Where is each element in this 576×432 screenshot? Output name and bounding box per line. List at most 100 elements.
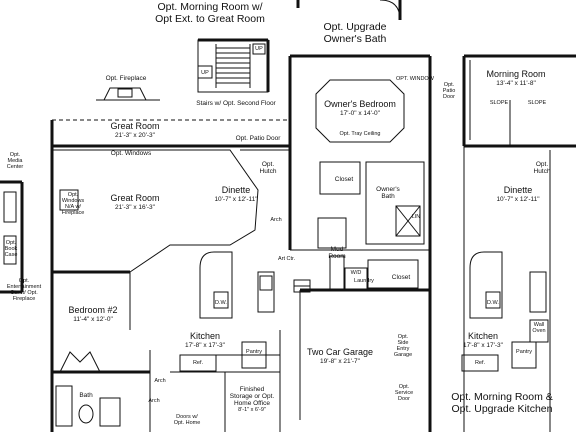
room-name: Morning Room — [486, 69, 546, 79]
closet-label: Closet — [334, 176, 354, 183]
media-center-label: Opt. Media Center — [0, 152, 30, 170]
storage-line: Finished — [239, 386, 265, 393]
patio-line: Opt. — [443, 82, 455, 88]
side-entry-line: Entry — [396, 346, 410, 353]
bath-label: Bath — [79, 392, 93, 399]
morning-room-caption: Opt. Morning Room w/ Opt Ext. to Great R… — [150, 1, 270, 25]
win-line: Opt. — [67, 192, 79, 198]
caption-line: Opt. Morning Room & — [451, 391, 553, 403]
book-line: Opt. — [5, 240, 17, 246]
room-dims: 11'-4" x 12'-0" — [73, 315, 113, 323]
doors-line: Opt. Home — [173, 420, 201, 427]
alt-plan — [461, 54, 576, 432]
garage-label: Two Car Garage 19'-8" x 21'-7" — [300, 347, 380, 365]
tray-ceiling-outline — [315, 79, 405, 143]
ref-alt-label: Ref. — [474, 360, 486, 366]
fireplace-symbol — [96, 87, 160, 101]
room-name: Two Car Garage — [306, 347, 374, 357]
morning-room-label: Morning Room 13'-4" x 11'-8" — [476, 69, 556, 87]
caption-line: Opt. Morning Room w/ — [157, 1, 263, 13]
book-case-label: Opt. Book Case — [0, 240, 22, 258]
bath-closets — [317, 161, 425, 291]
dinette-alt-label: Dinette 10'-7" x 12'-11" — [478, 185, 558, 203]
storage-label: Finished Storage or Opt. Home Office 8'-… — [226, 386, 278, 413]
tray-ceiling-label: Opt. Tray Ceiling — [339, 131, 381, 137]
side-entry-line: Opt. — [397, 334, 409, 340]
up-label: UP — [255, 46, 263, 52]
bedroom2-label: Bedroom #2 11'-4" x 12'-0" — [58, 305, 128, 323]
hutch-line: Opt. — [535, 161, 549, 168]
kitchen-label: Kitchen 17'-8" x 17'-3" — [170, 331, 240, 349]
owners-bedroom-label: Owner's Bedroom 17'-0" x 14'-0" — [318, 99, 402, 117]
hutch-line: Opt. — [261, 161, 275, 168]
great-room-ext-label: Great Room 21'-3" x 20'-3" — [95, 121, 175, 139]
ref-label: Ref. — [192, 360, 204, 366]
mud-steps — [293, 279, 311, 293]
room-name: Dinette — [503, 185, 533, 195]
dw-label: D.W. — [215, 300, 227, 306]
room-name: Dinette — [221, 185, 251, 195]
owners-bath-caption: Opt. Upgrade Owner's Bath — [305, 21, 405, 45]
ent-line: Ctr. w/ Opt. — [10, 290, 38, 297]
ent-line: Fireplace — [12, 296, 36, 303]
upper-doors — [296, 0, 402, 21]
side-entry-line: Garage — [393, 352, 413, 359]
service-line: Opt. — [398, 384, 410, 390]
stair-area — [197, 38, 270, 93]
caption-line: Opt Ext. to Great Room — [155, 12, 265, 25]
room-dims: 17'-0" x 14'-0" — [340, 109, 380, 117]
win-line: Windows — [61, 198, 85, 205]
lin-label: LIN — [411, 214, 421, 220]
slope-label: SLOPE — [489, 100, 509, 106]
opt-patio-door-label: Opt. Patio Door — [235, 135, 281, 142]
side-entry-line: Side — [397, 340, 409, 347]
slope-label: SLOPE — [527, 100, 547, 106]
patio-door-alt-label: Opt. Patio Door — [436, 82, 462, 100]
stairs-label: Stairs w/ Opt. Second Floor — [196, 100, 276, 107]
service-line: Service — [394, 390, 414, 397]
arch-label: Arch — [270, 217, 282, 223]
opt-hutch-alt-label: Opt. Hutch — [528, 161, 556, 175]
service-door-label: Opt. Service Door — [388, 384, 420, 402]
mud-room-label: Mud Room — [326, 246, 348, 260]
windows-na-label: Opt. Windows N/A w/ Fireplace — [56, 192, 90, 216]
dinette-label: Dinette 10'-7" x 12'-11" — [196, 185, 276, 203]
bedroom-bath — [55, 351, 121, 427]
great-room-angle — [52, 149, 259, 273]
room-dims: 17'-8" x 17'-3" — [463, 341, 503, 349]
owners-bath-label: Owner's Bath — [370, 186, 406, 200]
ent-ctr-label: Opt. Entertainment Ctr. w/ Opt. Fireplac… — [0, 278, 48, 302]
room-dims: 21'-3" x 20'-3" — [115, 131, 155, 139]
room-name: Owner's Bedroom — [324, 99, 396, 109]
room-name: Great Room — [110, 193, 160, 203]
opt-fireplace-label: Opt. Fireplace — [105, 75, 147, 82]
alt-plan-caption: Opt. Morning Room & Opt. Upgrade Kitchen — [432, 391, 572, 415]
arch-label: Arch — [154, 378, 166, 384]
room-dims: 17'-8" x 17'-3" — [185, 341, 225, 349]
media-line: Opt. — [9, 152, 21, 158]
storage-line: Storage or Opt. — [229, 393, 275, 401]
great-room-label: Great Room 21'-3" x 16'-3" — [95, 193, 175, 211]
room-dims: 13'-4" x 11'-8" — [496, 79, 536, 87]
room-name: Kitchen — [189, 331, 221, 341]
patio-line: Patio — [442, 88, 456, 95]
kitchen-alt-label: Kitchen 17'-8" x 17'-3" — [448, 331, 518, 349]
book-line: Book — [4, 246, 18, 253]
room-dims: 19'-8" x 21'-7" — [320, 357, 360, 365]
opt-window-label: OPT. WINDOW — [396, 76, 434, 82]
laundry-label: Laundry — [354, 278, 374, 284]
win-line: N/A w/ — [65, 204, 81, 211]
oven-line: Wall — [533, 322, 545, 328]
dw-alt-label: D.W. — [487, 300, 499, 306]
room-name: Great Room — [110, 121, 160, 131]
bath-line: Owner's — [376, 186, 400, 193]
mud-line: Room — [328, 253, 346, 261]
room-dims: 21'-3" x 16'-3" — [115, 203, 155, 211]
service-line: Door — [398, 396, 410, 403]
ent-line: Entertainment — [6, 284, 42, 291]
art-ctr-label: Art Ctr. — [278, 256, 296, 262]
book-line: Case — [4, 252, 18, 259]
room-name: Kitchen — [467, 331, 499, 341]
pantry-alt-label: Pantry — [516, 349, 532, 355]
